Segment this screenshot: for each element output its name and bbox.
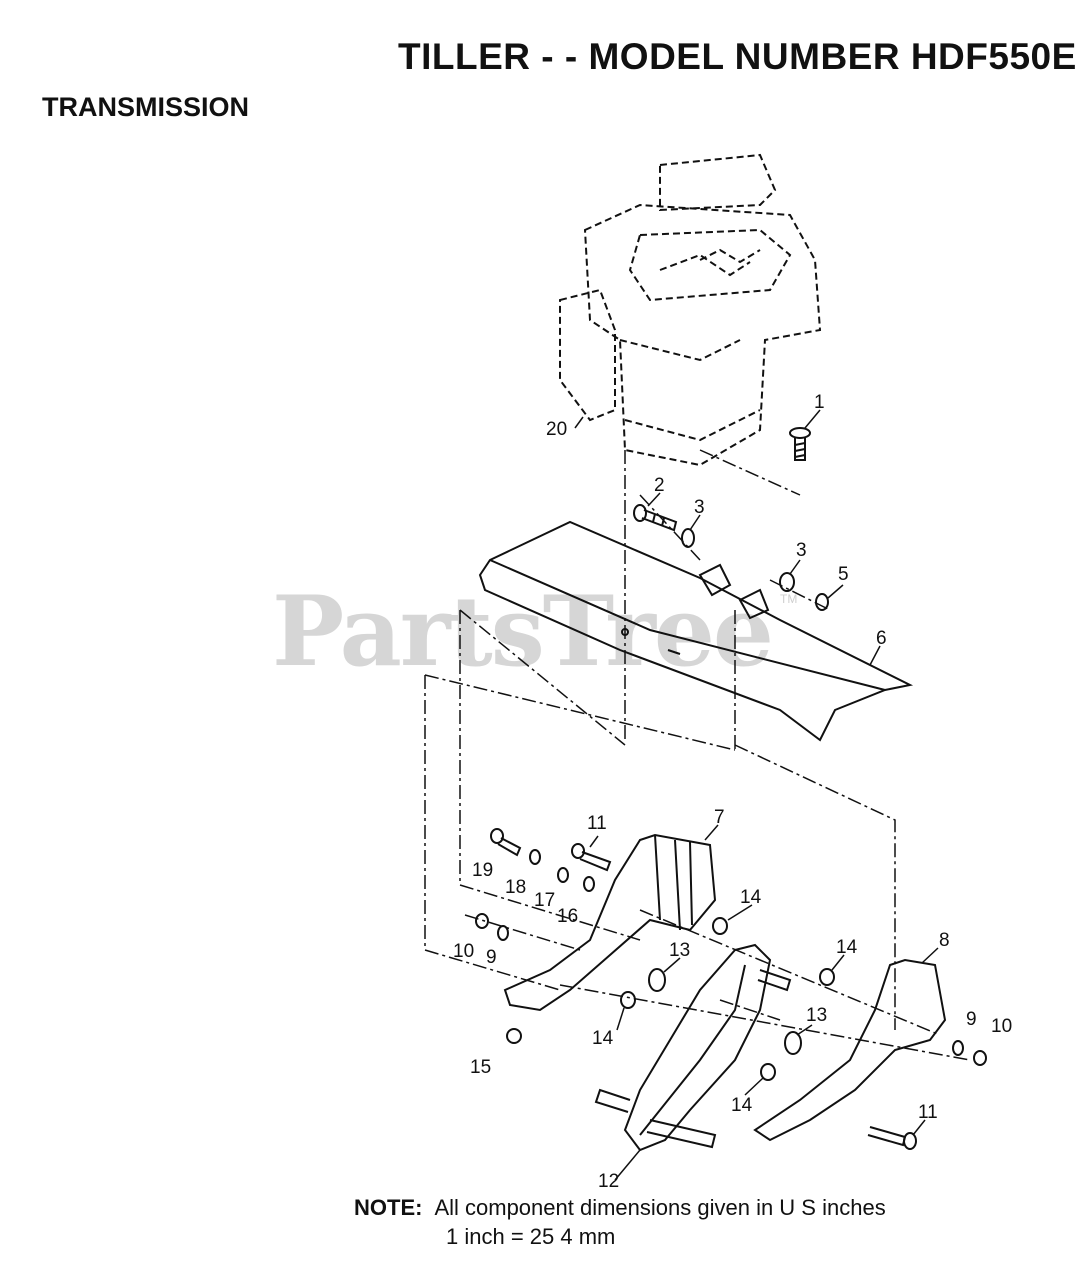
engine-outline xyxy=(559,153,822,467)
tine-shield-hole xyxy=(621,628,629,636)
callout-15: 15 xyxy=(470,1057,491,1078)
callout-1: 1 xyxy=(814,392,825,413)
axle-upper xyxy=(757,969,792,992)
axle-lower xyxy=(594,1088,717,1149)
callout-11-bottom: 11 xyxy=(918,1102,938,1123)
callout-10-right: 10 xyxy=(991,1016,1012,1037)
bolt-2 xyxy=(633,504,678,532)
callout-3-right: 3 xyxy=(796,540,807,561)
leader-lines xyxy=(574,409,939,1181)
bolt-11-top xyxy=(571,843,612,872)
callout-20: 20 xyxy=(546,419,567,440)
callout-9-right: 9 xyxy=(966,1009,977,1030)
callout-14-d: 14 xyxy=(731,1095,753,1116)
callout-10-left: 10 xyxy=(453,941,474,962)
note-line-1: All component dimensions given in U S in… xyxy=(434,1195,886,1220)
callout-5: 5 xyxy=(838,564,849,585)
tine-shield-fold xyxy=(489,559,886,691)
mounting-bracket-left xyxy=(503,833,717,1012)
callout-13-right: 13 xyxy=(806,1005,827,1026)
spacer-14-b xyxy=(819,968,835,986)
callout-19: 19 xyxy=(472,860,493,881)
spacer-14-c xyxy=(620,991,636,1009)
washer-16 xyxy=(583,876,595,892)
note: NOTE: All component dimensions given in U… xyxy=(354,1195,886,1221)
callout-14-a: 14 xyxy=(740,887,762,908)
callout-12: 12 xyxy=(598,1171,619,1192)
bolt-19 xyxy=(490,828,522,857)
note-label: NOTE: xyxy=(354,1195,423,1220)
chain-case xyxy=(623,943,772,1152)
bolt-1 xyxy=(789,427,811,461)
washer-13-b xyxy=(784,1031,802,1055)
callout-11-top: 11 xyxy=(587,813,607,834)
tine-shield-slot xyxy=(667,649,681,655)
callout-8: 8 xyxy=(939,930,950,951)
spacer-14-a xyxy=(712,917,728,935)
section-title: TRANSMISSION xyxy=(42,92,250,122)
shield-bracket-right xyxy=(738,588,770,620)
washer-18 xyxy=(529,849,541,865)
nut-15 xyxy=(506,1028,522,1044)
mounting-bracket-right xyxy=(753,958,947,1142)
callout-2: 2 xyxy=(654,475,665,496)
callout-14-b: 14 xyxy=(836,937,858,958)
chain-case-inner xyxy=(639,964,746,1136)
washer-3-right xyxy=(779,572,795,592)
watermark: PartsTree xyxy=(272,575,774,688)
bolt-11-bottom xyxy=(867,1126,917,1150)
callout-16: 16 xyxy=(557,906,578,927)
shield-bracket-left xyxy=(698,563,732,597)
callout-3-top: 3 xyxy=(694,497,705,518)
callout-18: 18 xyxy=(505,877,526,898)
washer-13-a xyxy=(648,968,666,992)
callout-13-left: 13 xyxy=(669,940,690,961)
washer-3-top xyxy=(681,528,695,548)
washer-17 xyxy=(557,867,569,883)
nut-5 xyxy=(815,593,829,611)
callout-9-left: 9 xyxy=(486,947,497,968)
callout-7: 7 xyxy=(714,807,725,828)
washer-9-left xyxy=(497,925,509,941)
washer-9-right xyxy=(952,1040,964,1056)
watermark-trademark: TM xyxy=(780,592,798,606)
page-title: TILLER - - MODEL NUMBER HDF550E xyxy=(398,36,1076,77)
callout-6: 6 xyxy=(876,628,887,649)
note-line-2: 1 inch = 25 4 mm xyxy=(446,1224,616,1249)
spacer-14-d xyxy=(760,1063,776,1081)
alignment-lines xyxy=(424,449,971,1061)
nut-10-right xyxy=(973,1050,987,1066)
callout-14-c: 14 xyxy=(592,1028,614,1049)
nut-10-left xyxy=(475,913,489,929)
callout-17: 17 xyxy=(534,890,555,911)
bracket-left-inner xyxy=(654,834,693,931)
